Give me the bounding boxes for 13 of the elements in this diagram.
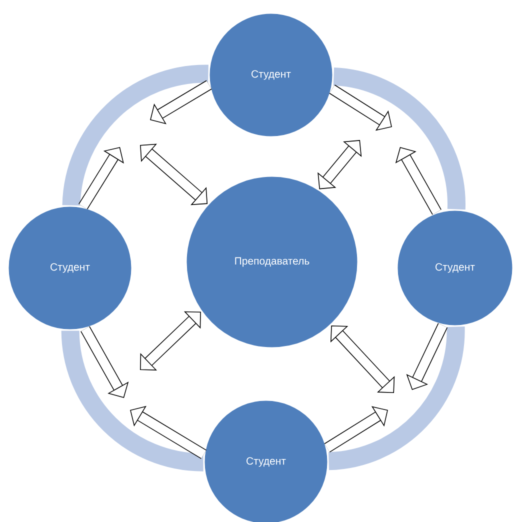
block-arrow bbox=[329, 84, 392, 131]
ring-band bbox=[61, 330, 204, 472]
block-arrow bbox=[318, 140, 362, 190]
ring-band bbox=[328, 326, 465, 470]
block-arrow bbox=[395, 147, 442, 215]
block-arrow bbox=[150, 80, 212, 124]
block-arrow bbox=[324, 406, 388, 452]
block-arrow bbox=[330, 325, 395, 393]
ring-band bbox=[62, 64, 209, 206]
ring-band bbox=[332, 68, 466, 210]
block-arrow bbox=[78, 147, 124, 210]
block-arrow bbox=[80, 326, 129, 398]
block-arrow bbox=[140, 311, 201, 370]
